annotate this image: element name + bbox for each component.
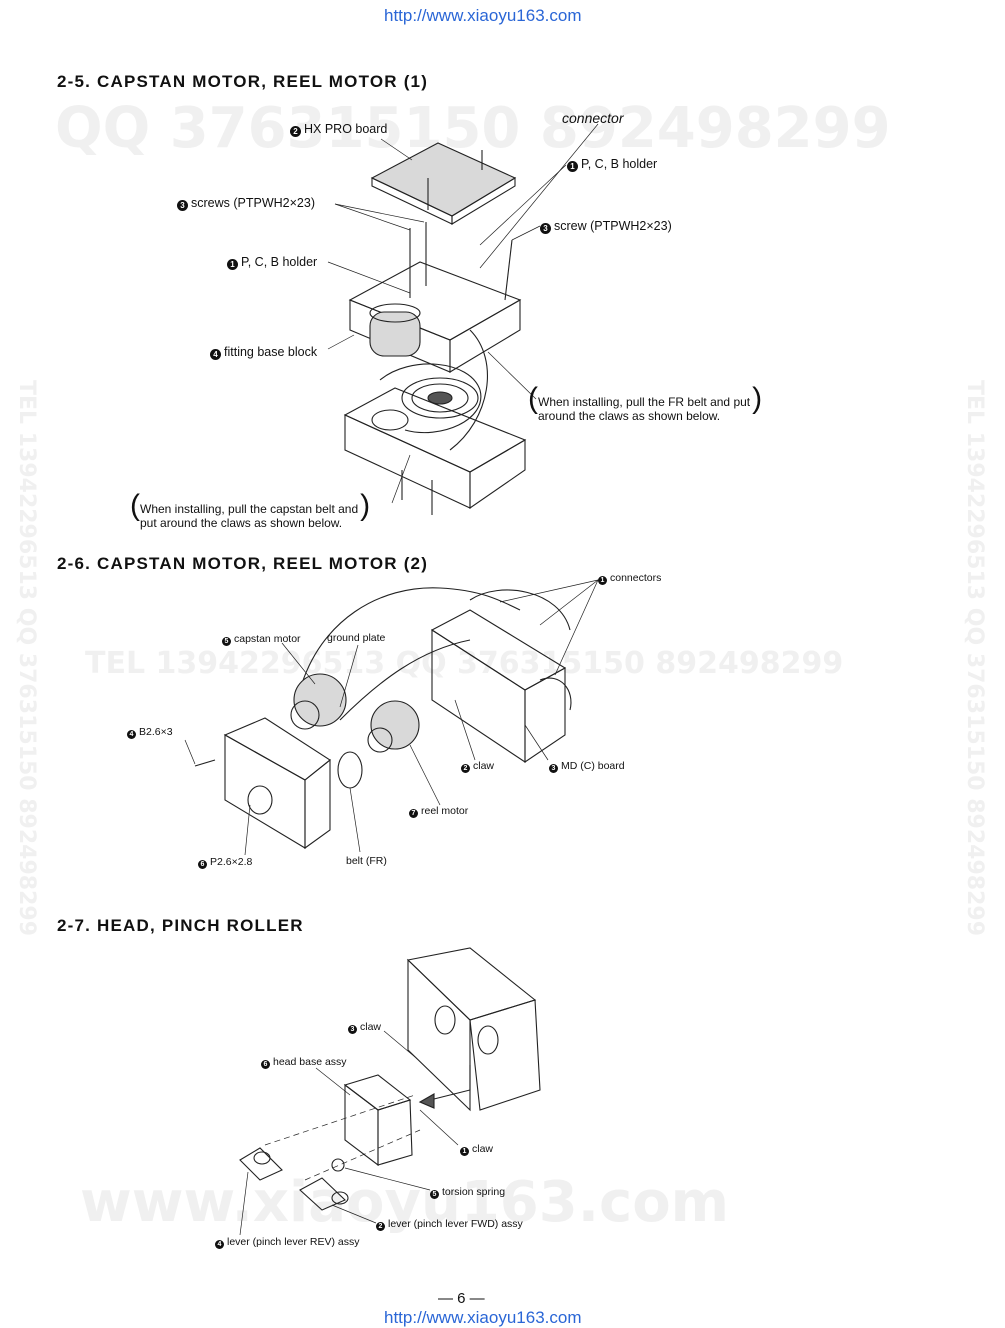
note-capstan-belt: ( When installing, pull the capstan belt…: [130, 489, 371, 531]
callout-1b: 1: [227, 259, 238, 270]
watermark-qq: QQ 376315150 892498299: [55, 96, 891, 161]
callout-5: 5: [430, 1190, 439, 1199]
watermark-site: www.xiaoyu163.com: [80, 1170, 730, 1235]
callout-3: 3: [549, 764, 558, 773]
callout-2: 2: [376, 1222, 385, 1231]
header-url[interactable]: http://www.xiaoyu163.com: [384, 6, 582, 25]
label-belt-fr: belt (FR): [346, 855, 387, 867]
callout-1: 1: [567, 161, 578, 172]
callout-6: 6: [198, 860, 207, 869]
callout-3b: 3: [540, 223, 551, 234]
callout-4: 4: [215, 1240, 224, 1249]
callout-7: 7: [409, 809, 418, 818]
diagram-head-pinch-roller: [239, 947, 541, 1236]
footer-url[interactable]: http://www.xiaoyu163.com: [384, 1308, 582, 1327]
callout-1: 1: [598, 576, 607, 585]
page-number: — 6 —: [438, 1290, 485, 1307]
callout-4: 4: [127, 730, 136, 739]
callout-5: 5: [222, 637, 231, 646]
section-title-2-7: 2-7. HEAD, PINCH ROLLER: [57, 916, 304, 935]
callout-1: 1: [460, 1147, 469, 1156]
callout-2: 2: [461, 764, 470, 773]
label-connector: connector: [562, 110, 624, 126]
label-ground-plate: ground plate: [327, 632, 386, 644]
callout-6: 6: [261, 1060, 270, 1069]
watermark-tel: TEL 13942296513 QQ 376315150 892498299: [85, 646, 844, 681]
watermark-side-left: TEL 13942296513 QQ 376315150 892498299: [14, 380, 39, 937]
diagram-capstan-reel-2: [184, 579, 599, 856]
section-title-2-5: 2-5. CAPSTAN MOTOR, REEL MOTOR (1): [57, 72, 429, 91]
callout-2: 2: [290, 126, 301, 137]
watermark-side-right: TEL 13942296513 QQ 376315150 892498299: [962, 380, 987, 937]
callout-3: 3: [177, 200, 188, 211]
callout-4: 4: [210, 349, 221, 360]
note-fr-belt: ( When installing, pull the FR belt and …: [528, 382, 763, 424]
callout-3: 3: [348, 1025, 357, 1034]
diagram-capstan-reel-1: [327, 123, 599, 515]
section-title-2-6: 2-6. CAPSTAN MOTOR, REEL MOTOR (2): [57, 554, 429, 573]
